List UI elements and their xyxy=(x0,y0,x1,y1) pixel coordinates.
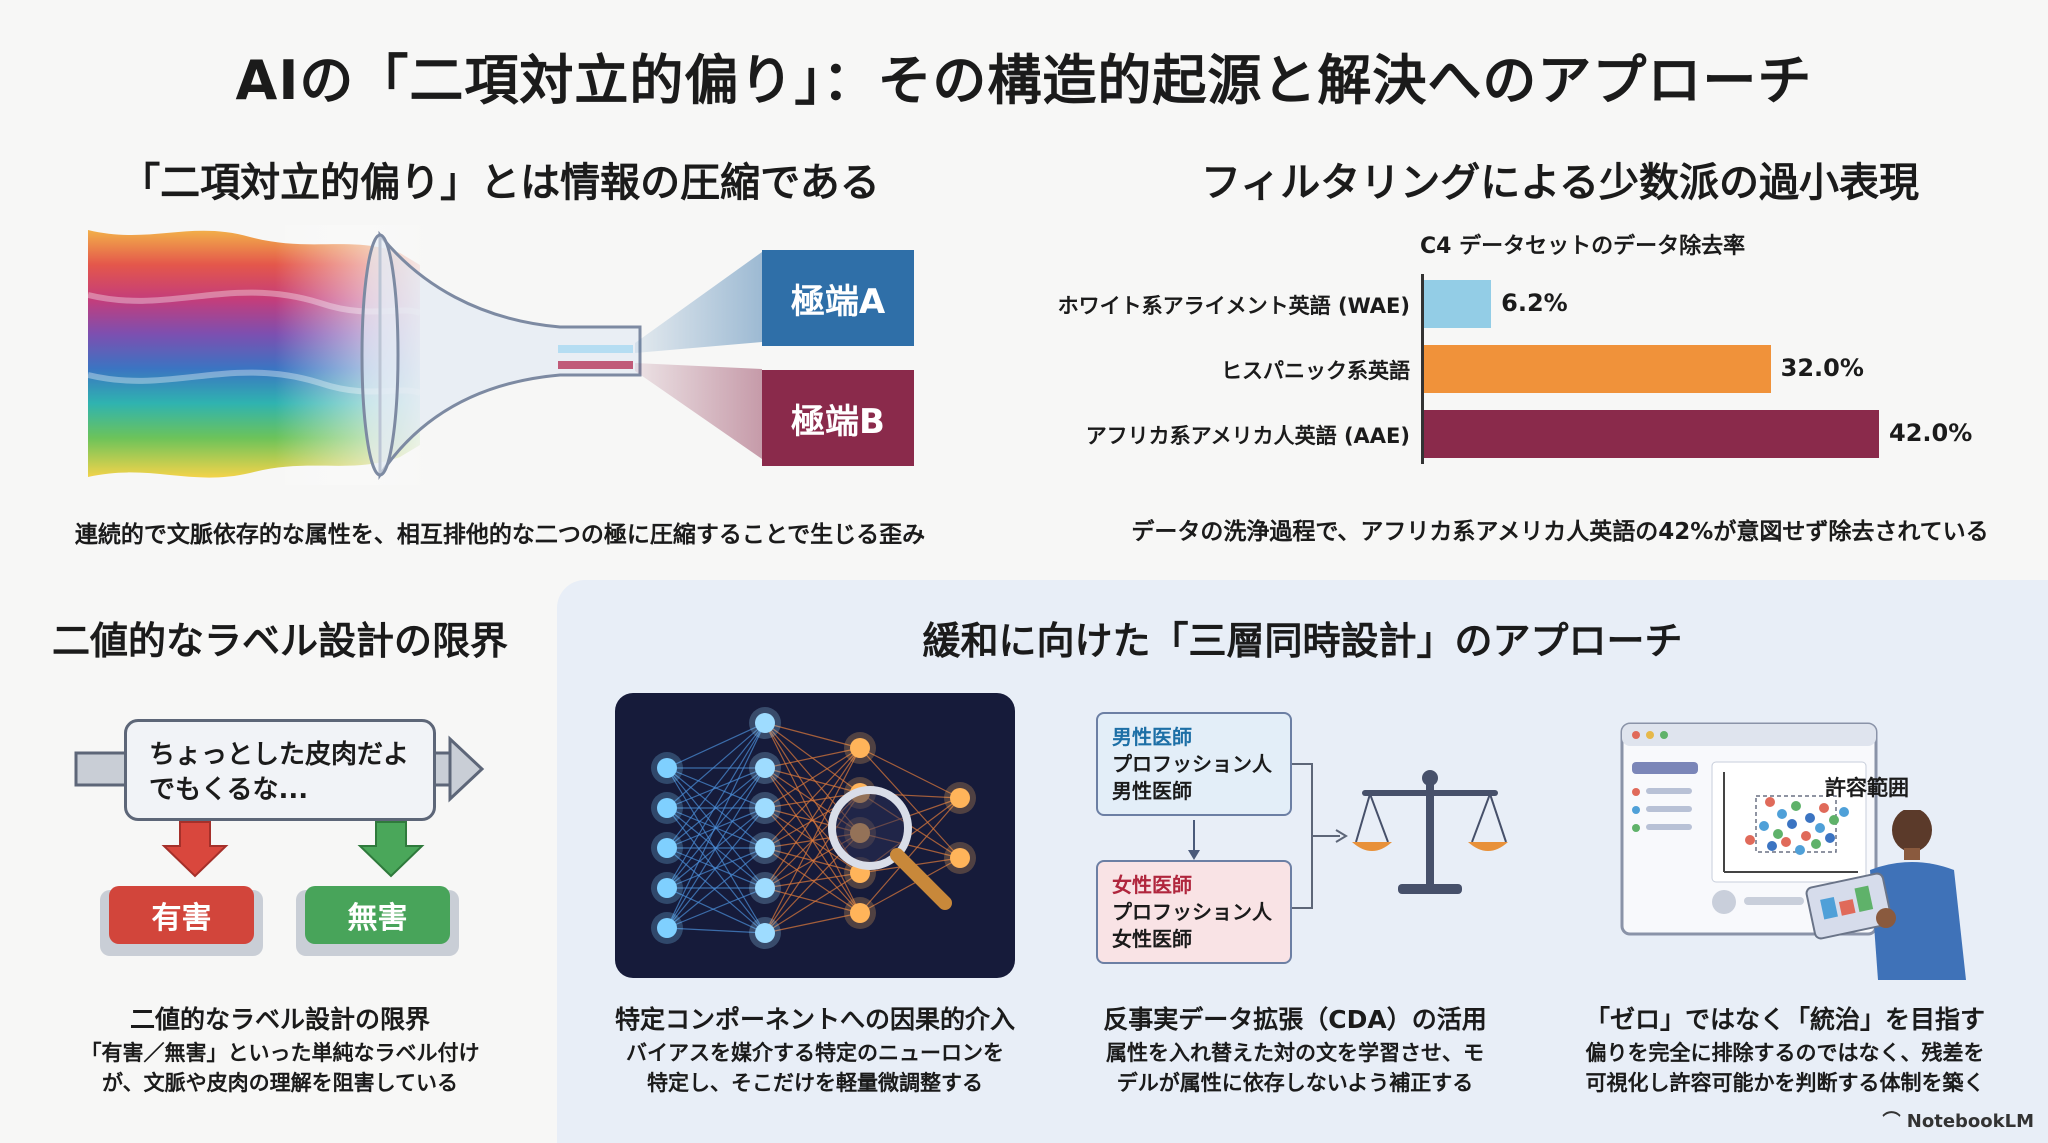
scatter-dot xyxy=(1745,835,1755,845)
footer-brand: NotebookLM xyxy=(1906,1111,2034,1132)
neuron-node xyxy=(950,788,970,808)
female-box-line2: プロフッション人 xyxy=(1112,900,1272,924)
scatter-dot xyxy=(1801,831,1811,841)
harmless-label-button: 無害 xyxy=(305,886,450,944)
section2-caption: データの洗浄過程で、アフリカ系アメリカ人英語の42%が意図せず除去されている xyxy=(1131,519,1989,545)
magnifier-icon xyxy=(828,786,912,870)
harmful-label-button: 有害 xyxy=(109,886,254,944)
neural-network-illustration xyxy=(615,693,1015,978)
section1-caption: 連続的で文脈依存的な属性を、相互排他的な二つの極に圧縮することで生じる歪み xyxy=(74,522,926,548)
section3-desc-line1: 「有害／無害」といった単純なラベル付け xyxy=(80,1041,480,1065)
neuron-node xyxy=(755,878,775,898)
section1-title: 「二項対立的偏り」とは情報の圧縮である xyxy=(120,160,880,206)
scatter-dot xyxy=(1791,801,1801,811)
col3-head: 「ゼロ」ではなく「統治」を目指す xyxy=(1584,1005,1985,1034)
neuron-node xyxy=(950,848,970,868)
col3-desc-line1: 偏りを完全に排除するのではなく、残差を xyxy=(1585,1041,1985,1065)
neuron-node xyxy=(657,838,677,858)
female-box-line3: 女性医師 xyxy=(1112,927,1192,951)
scatter-dot xyxy=(1825,833,1835,843)
section3-title: 二値的なラベル設計の限界 xyxy=(51,619,508,663)
governance-dashboard-illustration xyxy=(1620,722,1878,936)
neuron-node xyxy=(850,903,870,923)
analyst-person-icon xyxy=(1805,810,1966,980)
scatter-dot xyxy=(1795,845,1805,855)
cda-connector-and-scale xyxy=(1188,763,1348,909)
extreme-b-box: 極端B xyxy=(762,370,914,466)
neuron-node xyxy=(850,738,870,758)
section3-subhead: 二値的なラベル設計の限界 xyxy=(129,1005,430,1034)
scatter-dot xyxy=(1819,803,1829,813)
neuron-node xyxy=(657,758,677,778)
scatter-dot xyxy=(1781,837,1791,847)
scatter-dot xyxy=(1815,823,1825,833)
scatter-dot xyxy=(1759,821,1769,831)
bar-category-label: ヒスパニック系英語 xyxy=(1221,359,1410,383)
col2-description: 属性を入れ替えた対の文を学習させ、モ デルが属性に依存しないよう補正する xyxy=(1070,1038,1520,1099)
balance-scale-icon xyxy=(1352,770,1508,894)
compression-funnel-illustration xyxy=(87,225,762,485)
col1-head: 特定コンポーネントへの因果的介入 xyxy=(614,1005,1015,1034)
page-title: AIの「二項対立的偏り」：その構造的起源と解決へのアプローチ xyxy=(235,49,1813,112)
col3-desc-line2: 可視化し許容可能かを判断する体制を築く xyxy=(1585,1071,1985,1096)
neuron-node xyxy=(755,838,775,858)
col1-desc-line1: バイアスを媒介する特定のニューロンを xyxy=(626,1041,1004,1065)
bar-value-label: 42.0% xyxy=(1889,419,1973,447)
neuron-node xyxy=(657,798,677,818)
col2-desc-line2: デルが属性に依存しないよう補正する xyxy=(1116,1071,1474,1096)
col2-head: 反事実データ拡張（CDA）の活用 xyxy=(1103,1005,1487,1034)
scatter-dot xyxy=(1767,841,1777,851)
sarcasm-speech-bubble: ちょっとした皮肉だよでもくるな... xyxy=(124,719,436,821)
female-box-line1: 女性医師 xyxy=(1112,873,1192,897)
notebooklm-footer: ⌒ NotebookLM xyxy=(1883,1107,2035,1133)
neuron-node xyxy=(755,713,775,733)
male-box-line1: 男性医師 xyxy=(1112,725,1192,749)
neuron-node xyxy=(755,923,775,943)
bar-value-label: 32.0% xyxy=(1780,354,1864,382)
male-doctor-box: 男性医師 プロフッション人 男性医師 xyxy=(1096,712,1292,816)
scatter-dot xyxy=(1777,809,1787,819)
neuron-node xyxy=(755,758,775,778)
scatter-dot xyxy=(1805,813,1815,823)
male-box-line2: プロフッション人 xyxy=(1112,752,1272,776)
section4-title: 緩和に向けた「三層同時設計」のアプローチ xyxy=(922,619,1683,663)
scatter-dot xyxy=(1811,839,1821,849)
col1-description: バイアスを媒介する特定のニューロンを 特定し、そこだけを軽量微調整する xyxy=(580,1038,1050,1099)
bar-mark xyxy=(1424,345,1771,393)
extreme-a-box: 極端A xyxy=(762,250,914,346)
col1-desc-line2: 特定し、そこだけを軽量微調整する xyxy=(647,1071,983,1096)
male-box-line3: 男性医師 xyxy=(1112,779,1192,803)
chart-title: C4 データセットのデータ除去率 xyxy=(1420,234,1746,259)
scatter-dot xyxy=(1839,807,1849,817)
scatter-dot xyxy=(1773,829,1783,839)
scatter-dot xyxy=(1765,797,1775,807)
col2-desc-line1: 属性を入れ替えた対の文を学習させ、モ xyxy=(1106,1041,1484,1065)
bar-category-label: アフリカ系アメリカ人英語 (AAE) xyxy=(1085,424,1410,448)
bar-mark xyxy=(1424,410,1879,458)
branch-arrows xyxy=(161,821,425,878)
bar-value-label: 6.2% xyxy=(1501,289,1568,317)
neuron-node xyxy=(657,918,677,938)
scatter-dot xyxy=(1787,819,1797,829)
bar-category-label: ホワイト系アライメント英語 (WAE) xyxy=(1057,294,1410,318)
section3-desc-line2: が、文脈や皮肉の理解を阻害している xyxy=(102,1071,458,1096)
female-doctor-box: 女性医師 プロフッション人 女性医師 xyxy=(1096,860,1292,964)
section3-description: 「有害／無害」といった単純なラベル付け が、文脈や皮肉の理解を阻害している xyxy=(20,1038,540,1099)
section2-title: フィルタリングによる少数派の過小表現 xyxy=(1201,160,1919,206)
neuron-node xyxy=(755,798,775,818)
tolerance-range-label: 許容範囲 xyxy=(1825,776,1909,800)
col3-description: 偏りを完全に排除するのではなく、残差を 可視化し許容可能かを判断する体制を築く xyxy=(1545,1038,2025,1099)
removal-rate-bar-chart: ホワイト系アライメント英語 (WAE) 6.2% ヒスパニック系英語 32.0% アフリ… xyxy=(1000,270,2040,470)
notebooklm-logo-icon: ⌒ xyxy=(1882,1111,1907,1132)
bar-mark xyxy=(1424,280,1492,328)
chart-axis-line xyxy=(1421,274,1424,464)
neuron-node xyxy=(657,878,677,898)
scatter-dot xyxy=(1829,815,1839,825)
